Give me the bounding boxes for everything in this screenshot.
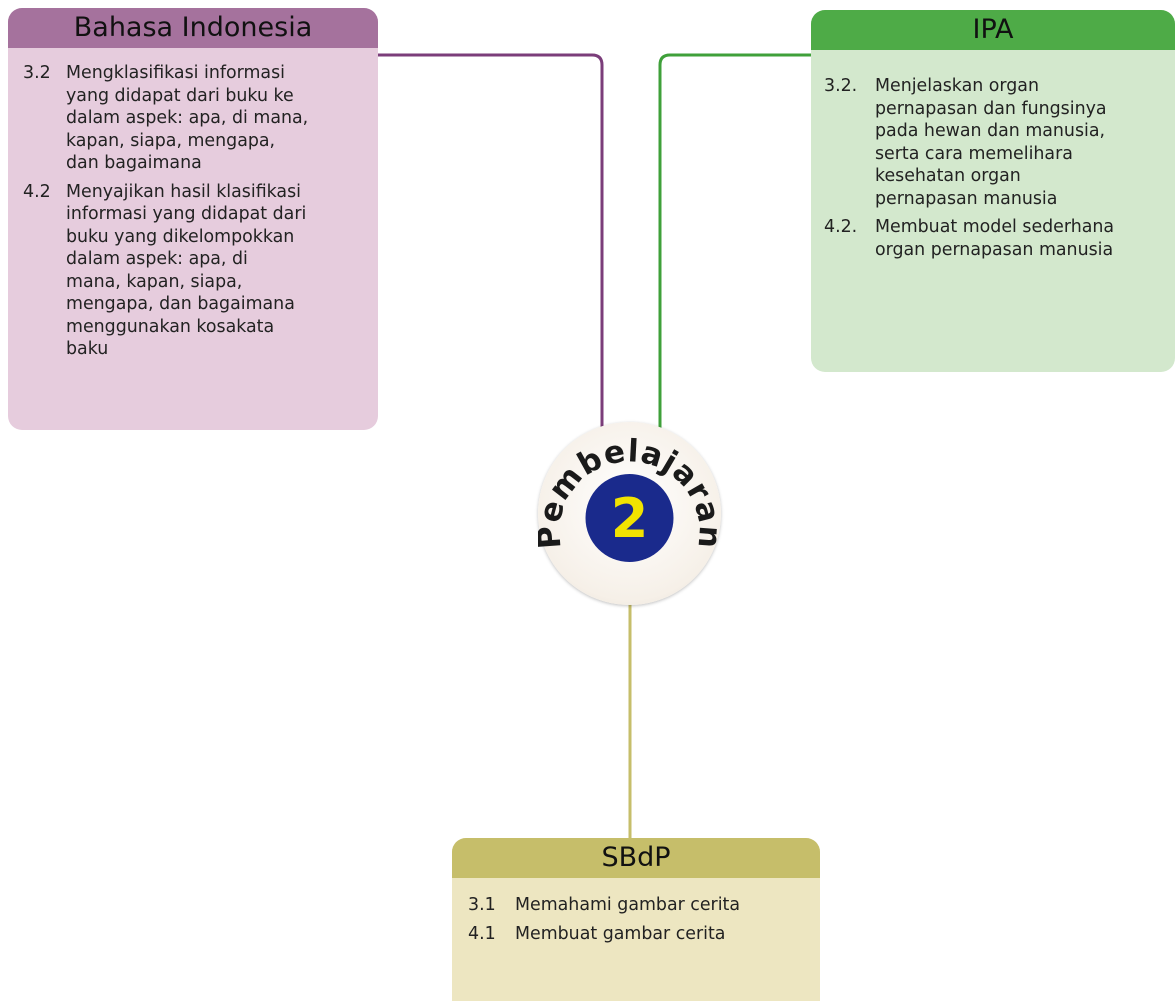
pembelajaran-badge: Pembelajaran 2 — [538, 422, 721, 605]
sbdp-card: SBdP 3.1 Memahami gambar cerita 4.1 Memb… — [452, 838, 820, 1001]
badge-number: 2 — [611, 487, 649, 550]
item-line: pada hewan dan manusia, — [875, 121, 1106, 141]
item-number: 3.2 — [23, 63, 51, 83]
connector-ipa — [658, 53, 811, 440]
item-line: mengapa, dan bagaimana — [66, 294, 295, 314]
item-line: Mengklasifikasi informasi — [66, 63, 285, 83]
item-line: Menjelaskan organ — [875, 76, 1039, 96]
item-line: organ pernapasan manusia — [875, 239, 1114, 260]
list-item: 4.2. Membuat model sederhana organ perna… — [824, 216, 1167, 261]
ipa-card: IPA 3.2. Menjelaskan organ pernapasan da… — [811, 10, 1175, 372]
item-line: baku — [66, 339, 109, 359]
item-line: yang didapat dari buku ke — [66, 85, 294, 106]
item-line: pernapasan dan fungsinya — [875, 98, 1107, 119]
item-number: 3.2. — [824, 76, 858, 96]
item-line: informasi yang didapat dari — [66, 204, 307, 224]
item-line: menggunakan kosakata — [66, 316, 275, 337]
bahasa-indonesia-card: Bahasa Indonesia 3.2 Mengklasifikasi inf… — [8, 8, 378, 430]
item-line: Membuat gambar cerita — [515, 923, 726, 944]
item-number: 4.2. — [824, 217, 858, 237]
item-line: Menyajikan hasil klasifikasi — [66, 181, 301, 202]
item-line: kapan, siapa, mengapa, — [66, 130, 276, 151]
list-item: 3.1 Memahami gambar cerita — [468, 894, 812, 917]
list-item: 3.2 Mengklasifikasi informasi yang didap… — [23, 62, 368, 175]
item-line: pernapasan manusia — [875, 188, 1058, 209]
item-text: Membuat gambar cerita — [515, 923, 812, 946]
item-text: Menjelaskan organ pernapasan dan fungsin… — [875, 75, 1167, 210]
item-text: Memahami gambar cerita — [515, 894, 812, 917]
item-line: Memahami gambar cerita — [515, 895, 741, 915]
item-line: kesehatan organ — [875, 166, 1021, 186]
item-number: 4.2 — [23, 181, 51, 202]
list-item: 4.1 Membuat gambar cerita — [468, 923, 812, 946]
ipa-title: IPA — [811, 10, 1175, 50]
connector-bahasa — [378, 53, 604, 440]
sbdp-title: SBdP — [452, 838, 820, 878]
item-text: Menyajikan hasil klasifikasi informasi y… — [66, 181, 368, 361]
ipa-list: 3.2. Menjelaskan organ pernapasan dan fu… — [811, 50, 1175, 261]
list-item: 3.2. Menjelaskan organ pernapasan dan fu… — [824, 75, 1167, 210]
item-line: serta cara memelihara — [875, 143, 1073, 164]
item-line: dan bagaimana — [66, 153, 202, 173]
item-line: Membuat model sederhana — [875, 217, 1115, 237]
item-text: Mengklasifikasi informasi yang didapat d… — [66, 62, 368, 175]
item-line: dalam aspek: apa, di mana, — [66, 108, 309, 128]
badge-graphic: Pembelajaran 2 — [538, 433, 721, 562]
sbdp-list: 3.1 Memahami gambar cerita 4.1 Membuat g… — [452, 878, 820, 945]
item-number: 3.1 — [468, 895, 496, 915]
item-text: Membuat model sederhana organ pernapasan… — [875, 216, 1167, 261]
badge-circle — [585, 474, 674, 562]
item-line: dalam aspek: apa, di — [66, 249, 248, 269]
item-line: buku yang dikelompokkan — [66, 226, 295, 247]
bahasa-indonesia-title: Bahasa Indonesia — [8, 8, 378, 48]
bahasa-indonesia-list: 3.2 Mengklasifikasi informasi yang didap… — [8, 48, 378, 361]
list-item: 4.2 Menyajikan hasil klasifikasi informa… — [23, 181, 368, 361]
item-line: mana, kapan, siapa, — [66, 271, 243, 292]
item-number: 4.1 — [468, 923, 496, 944]
